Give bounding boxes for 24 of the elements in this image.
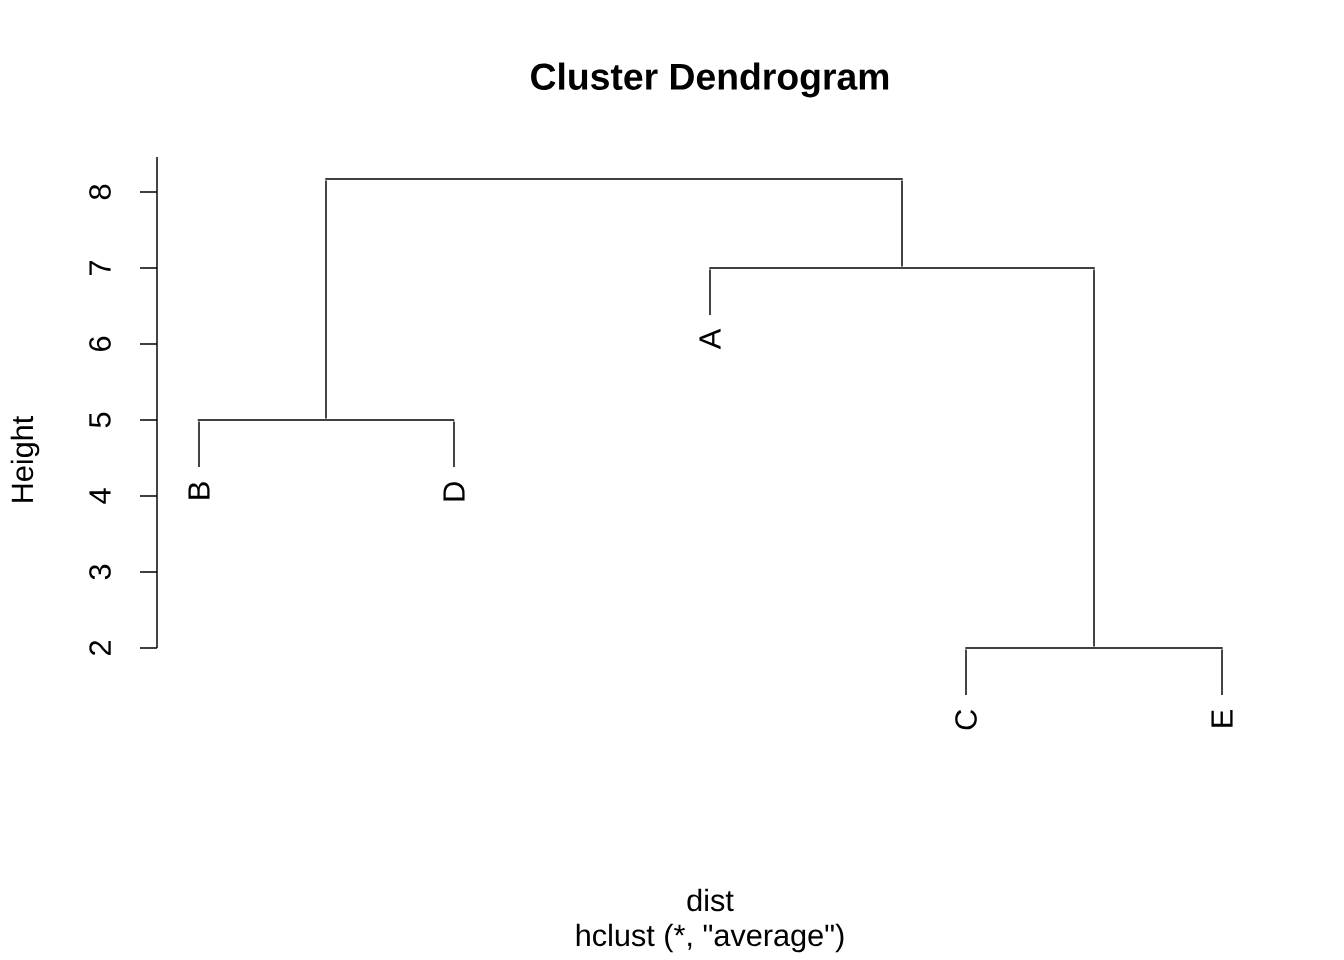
dendrogram-branch xyxy=(325,179,327,420)
tick-label: 3 xyxy=(89,564,111,580)
leaf-label: B xyxy=(188,482,210,499)
tick-label: 4 xyxy=(89,488,111,504)
chart-title: Cluster Dendrogram xyxy=(531,62,889,98)
dendrogram-branch xyxy=(1221,648,1223,696)
leaf-label: E xyxy=(1211,710,1233,727)
axis-title: dist xyxy=(687,888,734,912)
leaf-label: C xyxy=(955,709,977,730)
dendrogram-branch xyxy=(901,179,903,268)
leaf-label: D xyxy=(443,482,465,501)
axis-title: hclust (*, "average") xyxy=(576,923,844,953)
dendrogram-branch xyxy=(1093,268,1095,648)
tick-label: 7 xyxy=(89,261,111,275)
dendrogram-branch xyxy=(965,648,967,696)
dendrogram-branch xyxy=(709,268,711,316)
axis-title: Height xyxy=(10,415,40,502)
tick-label: 2 xyxy=(89,641,111,655)
leaf-label: A xyxy=(699,328,721,350)
tick-label: 5 xyxy=(89,412,111,428)
dendrogram-branch xyxy=(198,420,200,468)
dendrogram-branch xyxy=(453,420,455,468)
tick-label: 6 xyxy=(89,336,111,351)
tick-label: 8 xyxy=(89,184,111,200)
